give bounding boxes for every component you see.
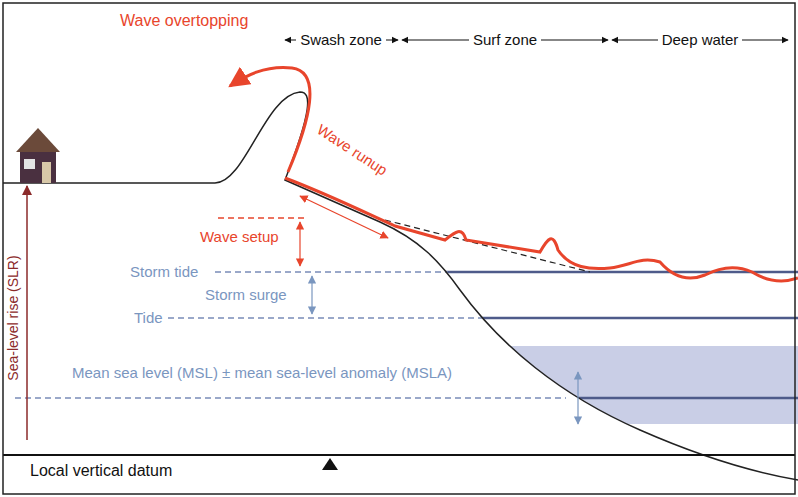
callout-label: Wave setup xyxy=(200,228,279,246)
level-label: Tide xyxy=(134,309,163,327)
house xyxy=(16,128,60,183)
msla-arrow xyxy=(577,372,578,424)
surge-arrow xyxy=(311,276,312,314)
datum-label: Local vertical datum xyxy=(30,462,172,480)
tide-dash xyxy=(168,317,482,319)
callout-label: Wave overtopping xyxy=(120,12,248,30)
level-label: Storm tide xyxy=(130,263,198,281)
level-label: Sea-level rise (SLR) xyxy=(4,255,22,380)
zone-label: Surf zone xyxy=(469,31,541,49)
zone-label: Swash zone xyxy=(296,31,386,49)
land-fill xyxy=(3,92,798,494)
msl-dash xyxy=(15,397,566,399)
overtopping-arrow xyxy=(230,67,310,172)
setup-dash xyxy=(218,217,305,219)
level-label: Storm surge xyxy=(205,286,287,304)
mean-water-slope xyxy=(385,220,590,272)
storm-tide-dash xyxy=(215,271,448,273)
slr-arrow xyxy=(26,186,28,440)
ground-profile xyxy=(3,92,798,480)
runup-arrow xyxy=(300,196,388,238)
zone-label: Deep water xyxy=(658,31,743,49)
setup-arrow xyxy=(299,222,300,266)
level-label: Mean sea level (MSL) ± mean sea-level an… xyxy=(72,364,452,382)
frame xyxy=(3,3,795,494)
storm-tide-level xyxy=(400,271,798,274)
datum-line xyxy=(3,454,795,456)
wave-profile xyxy=(285,178,798,281)
datum-marker xyxy=(322,458,338,470)
callout-label: Wave runup xyxy=(313,121,390,180)
